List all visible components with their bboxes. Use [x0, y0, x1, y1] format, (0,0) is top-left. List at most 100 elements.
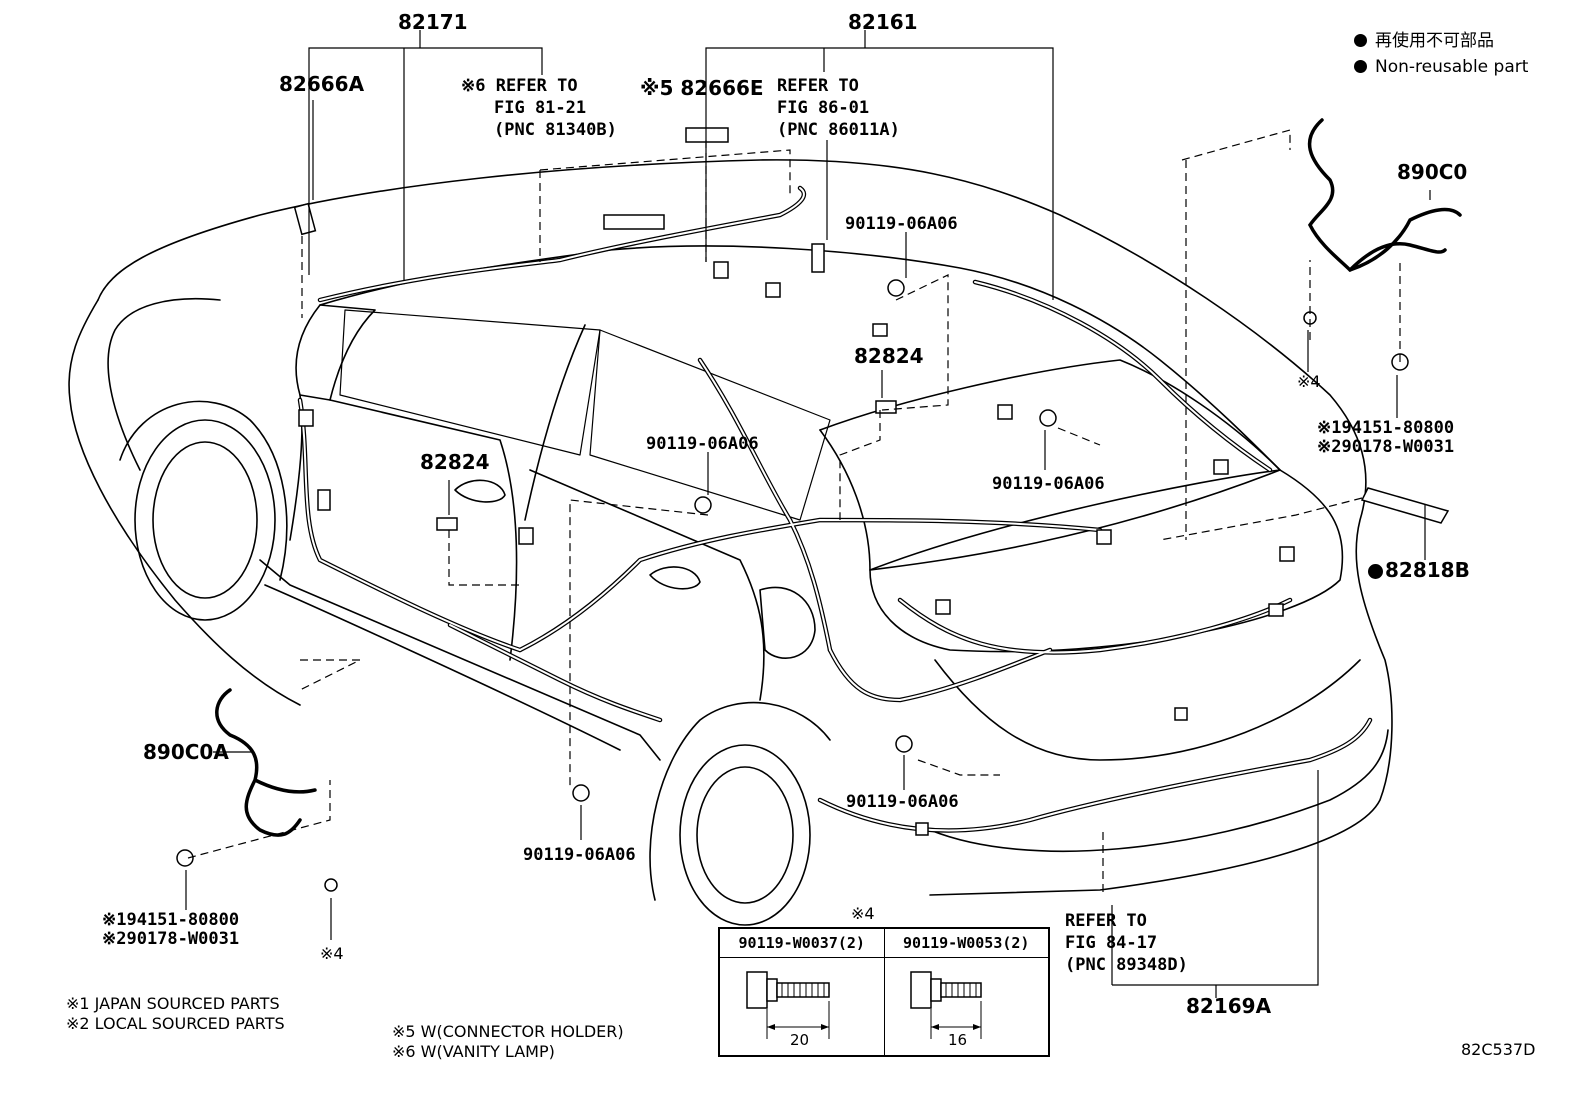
label-82666A: 82666A: [279, 72, 365, 96]
connector: [811, 243, 825, 273]
connector: [685, 127, 729, 143]
bolt-table-col2: 90119-W0053(2): [883, 929, 1049, 957]
clip-icon: [176, 849, 194, 867]
refer-fig84-line3: (PNC 89348D): [1065, 955, 1188, 975]
connector: [317, 489, 331, 511]
connector-82824: [875, 400, 897, 414]
harness-floor-center: [517, 517, 1103, 653]
bolt-table-body: 20 16: [720, 957, 1048, 1055]
connector: [1279, 546, 1295, 562]
non-reusable-dot-icon: [1354, 34, 1367, 47]
connector: [713, 261, 729, 279]
legend: 再使用不可部品 Non-reusable part: [1354, 28, 1528, 80]
front-wheel: [134, 419, 276, 621]
rear-wheel-inner: [696, 766, 794, 904]
bolt-icon: [694, 496, 712, 514]
label-bolt-top: 90119-06A06: [845, 214, 958, 234]
harness-left-rocker: [447, 622, 663, 723]
note-1: ※1 JAPAN SOURCED PARTS: [66, 994, 280, 1013]
bolt-spec-table: 90119-W0037(2) 90119-W0053(2): [718, 927, 1050, 1057]
refer-fig84-line2: FIG 84-17: [1065, 933, 1158, 953]
label-890C0: 890C0: [1397, 160, 1468, 184]
non-reusable-dot-icon: [1354, 60, 1367, 73]
connector: [1174, 707, 1188, 721]
bolt-icon: [895, 735, 913, 753]
legend-jp: 再使用不可部品: [1375, 31, 1494, 51]
front-fender: [107, 297, 221, 471]
rear-door-line: [529, 469, 765, 701]
refer-fig86-line3: (PNC 86011A): [777, 120, 900, 140]
refer-fig81-line3: (PNC 81340B): [494, 120, 617, 140]
bolt-icon: [1039, 409, 1057, 427]
screw-icon: [324, 878, 338, 892]
label-parts-right-1: ※194151-80800: [1317, 418, 1455, 438]
rear-wheel: [679, 744, 811, 926]
label-82824-right: 82824: [854, 344, 924, 368]
connector: [872, 323, 888, 337]
front-hood: [68, 299, 301, 706]
bolt-head-icon: [746, 971, 768, 1009]
rear-bumper: [934, 659, 1361, 761]
bolt-drawings: [746, 971, 982, 1039]
label-ref4-left: ※4: [320, 944, 344, 963]
label-bolt-mid: 90119-06A06: [646, 434, 759, 454]
fuel-door: [759, 586, 816, 659]
connector-82666A: [293, 202, 317, 236]
refer-fig86-line1: REFER TO: [777, 76, 859, 96]
connector: [298, 409, 314, 427]
connector: [765, 282, 781, 298]
refer-fig81-line1: ※6 REFER TO: [461, 76, 578, 96]
harness-890C0: [1307, 118, 1462, 273]
front-wheel-arch: [119, 400, 288, 581]
connector: [1096, 529, 1112, 545]
label-82818B: [1360, 487, 1450, 524]
figure-code: 82C537D: [1461, 1040, 1536, 1059]
rear-bumper-lower: [929, 729, 1389, 853]
connector: [935, 599, 951, 615]
label-bolt-bottom: 90119-06A06: [523, 845, 636, 865]
side-sill: [264, 584, 621, 751]
label-bolt-right: 90119-06A06: [992, 474, 1105, 494]
non-reusable-dot-icon: [1368, 564, 1383, 579]
connector: [997, 404, 1013, 420]
label-82161: 82161: [848, 10, 918, 34]
bracket-82171: [308, 47, 543, 275]
legend-en: Non-reusable part: [1375, 57, 1529, 77]
label-bolt-lower-center: 90119-06A06: [846, 792, 959, 812]
label-82824-left: 82824: [420, 450, 490, 474]
front-wheel-inner: [152, 441, 258, 599]
bolt-table-header: 90119-W0037(2) 90119-W0053(2): [720, 929, 1048, 958]
label-82818B: 82818B: [1368, 560, 1470, 580]
bolt-length-2: 16: [948, 1031, 968, 1049]
refer-fig81-line2: FIG 81-21: [494, 98, 587, 118]
connector-82824: [436, 517, 458, 531]
bolt-icon: [887, 279, 905, 297]
bolt-length-1: 20: [790, 1031, 810, 1049]
rear-wheel-arch: [649, 701, 831, 901]
c-pillar: [819, 429, 871, 571]
connector: [915, 822, 929, 836]
rear-window: [819, 359, 1281, 571]
car-body-outline: [97, 159, 1393, 896]
harness-center-console: [697, 357, 833, 653]
door-handle-rear: [649, 566, 701, 590]
legend-row-jp: 再使用不可部品: [1354, 28, 1528, 54]
label-parts-left-1: ※194151-80800: [102, 910, 240, 930]
label-82666E: ※5 82666E: [640, 76, 764, 100]
bolt-icon: [572, 784, 590, 802]
door-handle-front: [454, 479, 506, 503]
label-parts-right-2: ※290178-W0031: [1317, 437, 1455, 457]
bracket-82169A: [1112, 770, 1319, 986]
bolt-table-col1: 90119-W0037(2): [738, 934, 865, 952]
windshield: [295, 304, 376, 401]
harness-890C0A: [215, 688, 317, 837]
note-5: ※5 W(CONNECTOR HOLDER): [392, 1022, 624, 1041]
label-82171: 82171: [398, 10, 468, 34]
trunk-lid: [869, 469, 1344, 653]
harness-rear-tunnel: [827, 647, 1053, 703]
front-door-line: [329, 399, 518, 661]
connector: [1213, 459, 1229, 475]
note-2: ※2 LOCAL SOURCED PARTS: [66, 1014, 285, 1033]
